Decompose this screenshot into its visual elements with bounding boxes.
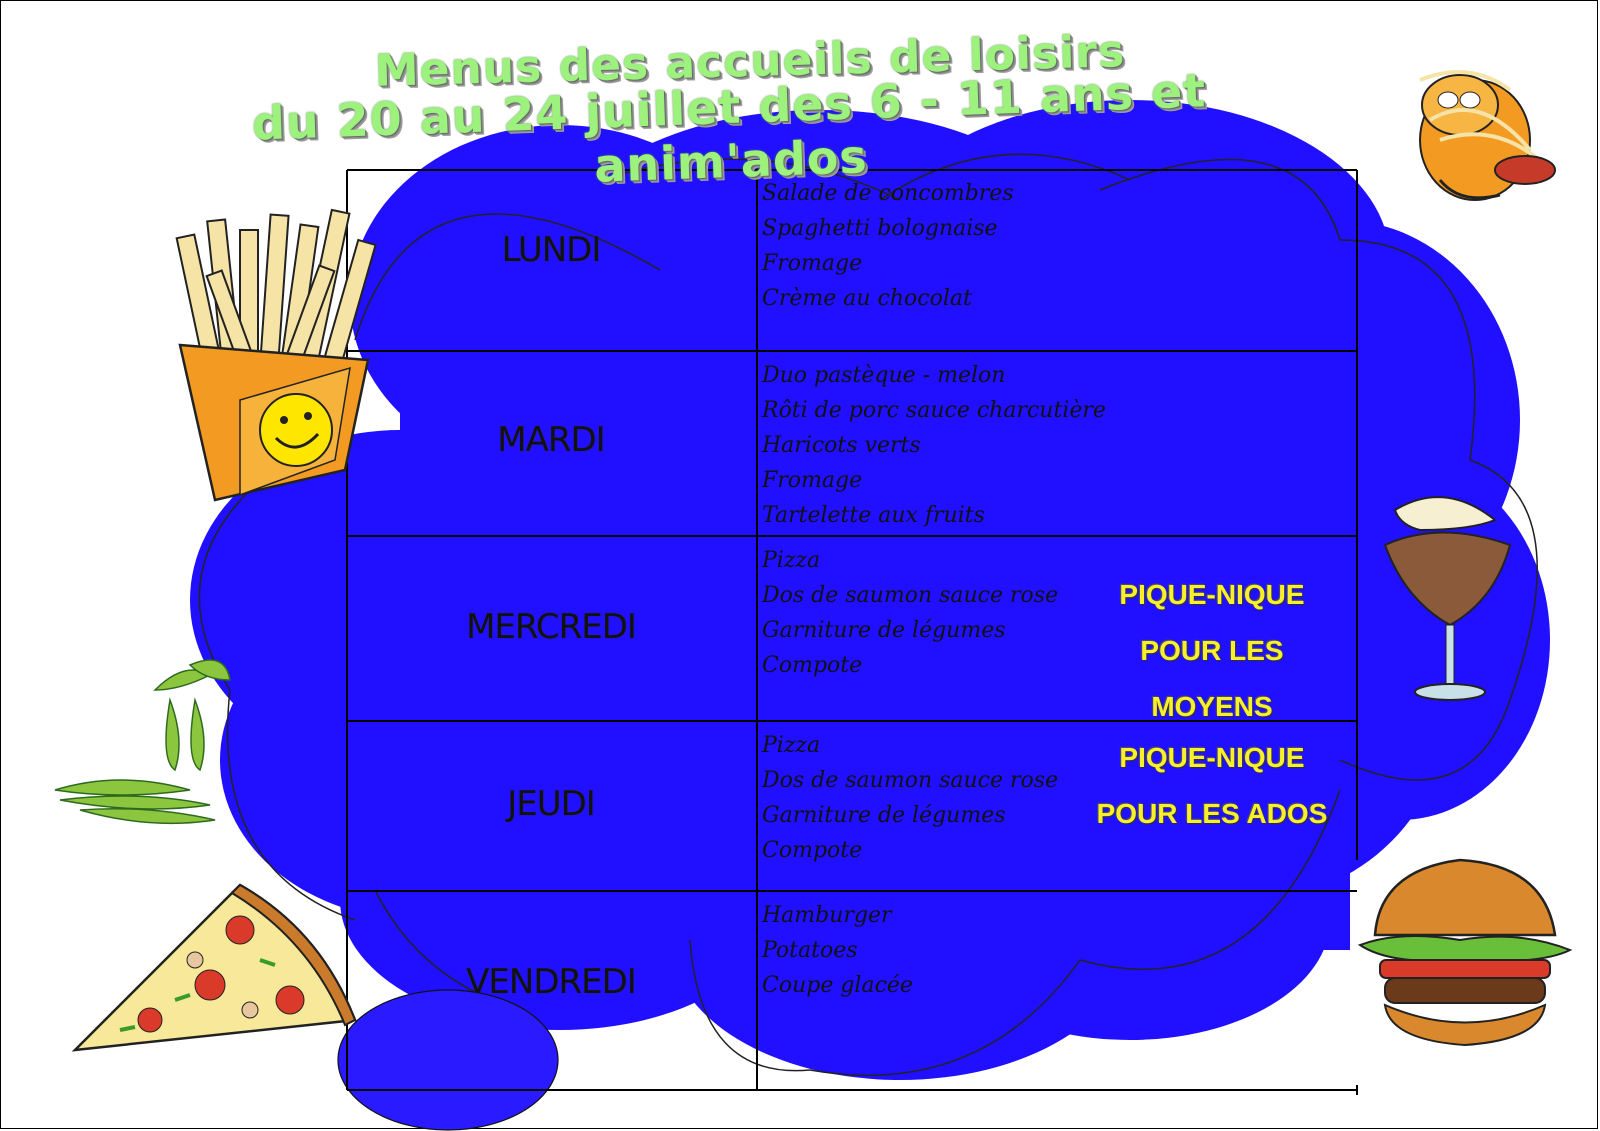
pizza-slice-icon xyxy=(71,883,357,1052)
dish-item: Haricots verts xyxy=(762,433,921,458)
dish-item: Tartelette aux fruits xyxy=(762,503,985,528)
day-label: MARDI xyxy=(497,420,605,460)
dish-item: Salade de concombres xyxy=(762,181,1014,206)
row-lundi: LUNDI Salade de concombres Spaghetti bol… xyxy=(347,170,1357,350)
green-beans-icon xyxy=(54,659,231,825)
dessert-cup-icon xyxy=(1383,496,1512,701)
dish-item: Fromage xyxy=(762,251,863,276)
dish-item: Crème au chocolat xyxy=(762,286,972,311)
dish-item: Garniture de légumes xyxy=(762,803,1006,828)
note-line: PIQUE-NIQUE xyxy=(1119,742,1305,773)
menu-table: LUNDI Salade de concombres Spaghetti bol… xyxy=(347,170,1357,1090)
hamburger-icon xyxy=(1357,858,1573,1047)
note-line: PIQUE-NIQUE xyxy=(1119,579,1305,610)
dish-list: Duo pastèque - melon Rôti de porc sauce … xyxy=(762,358,1106,533)
dish-list: Hamburger Potatoes Coupe glacée xyxy=(762,898,913,1003)
dish-list: Salade de concombres Spaghetti bolognais… xyxy=(762,176,1014,316)
blue-circle xyxy=(337,989,559,1131)
day-label: JEUDI xyxy=(507,784,596,824)
dish-item: Compote xyxy=(762,653,863,678)
note-line: POUR LES MOYENS xyxy=(1140,635,1284,722)
picnic-note: PIQUE-NIQUE POUR LES ADOS xyxy=(1077,730,1347,842)
row-jeudi: JEUDI Pizza Dos de saumon sauce rose Gar… xyxy=(347,720,1357,890)
dish-item: Duo pastèque - melon xyxy=(762,363,1006,388)
dish-item: Spaghetti bolognaise xyxy=(762,216,998,241)
dish-list: Pizza Dos de saumon sauce rose Garniture… xyxy=(762,543,1058,683)
fries-icon xyxy=(175,208,377,502)
day-label: LUNDI xyxy=(501,230,602,270)
dish-item: Hamburger xyxy=(762,903,892,928)
row-mercredi: MERCREDI Pizza Dos de saumon sauce rose … xyxy=(347,535,1357,722)
note-line: POUR LES ADOS xyxy=(1096,798,1328,829)
day-label: MERCREDI xyxy=(466,607,637,647)
dish-item: Compote xyxy=(762,838,863,863)
dish-item: Dos de saumon sauce rose xyxy=(762,768,1059,793)
dish-item: Fromage xyxy=(762,468,863,493)
dish-item: Potatoes xyxy=(762,938,858,963)
row-vendredi: VENDREDI Hamburger Potatoes Coupe glacée xyxy=(347,890,1357,1090)
cloud-shape xyxy=(190,100,1550,1080)
cloud-outline xyxy=(198,153,1538,1076)
day-label: VENDREDI xyxy=(466,962,637,1002)
dish-list: Pizza Dos de saumon sauce rose Garniture… xyxy=(762,728,1058,868)
row-mardi: MARDI Duo pastèque - melon Rôti de porc … xyxy=(347,350,1357,535)
dish-item: Rôti de porc sauce charcutière xyxy=(762,398,1106,423)
table-grid xyxy=(346,169,1358,1095)
dish-item: Coupe glacée xyxy=(762,973,913,998)
cat-spaghetti-icon xyxy=(1419,70,1556,201)
dish-item: Pizza xyxy=(762,548,821,573)
dish-item: Dos de saumon sauce rose xyxy=(762,583,1059,608)
dish-item: Garniture de légumes xyxy=(762,618,1006,643)
picnic-note: PIQUE-NIQUE POUR LES MOYENS xyxy=(1077,567,1347,735)
dish-item: Pizza xyxy=(762,733,821,758)
